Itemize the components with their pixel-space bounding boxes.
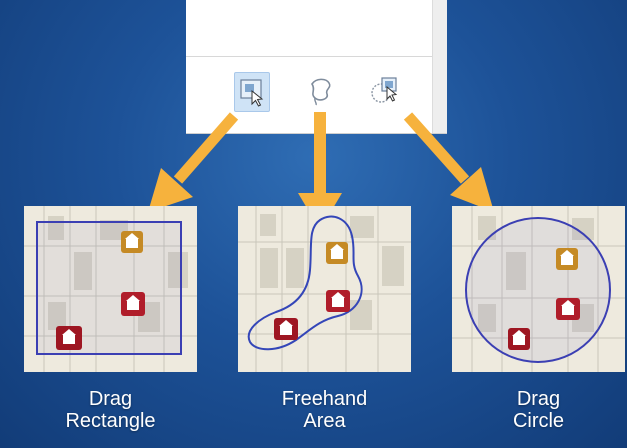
selection-toolbar bbox=[186, 0, 447, 134]
marker-red-4 bbox=[274, 318, 298, 340]
caption-line: Rectangle bbox=[65, 410, 156, 432]
rectangle-select-icon bbox=[240, 79, 264, 107]
select-by-freehand-button[interactable] bbox=[304, 72, 338, 110]
freehand-selection-map bbox=[238, 206, 411, 372]
caption-drag-rectangle: Drag Rectangle bbox=[24, 388, 197, 432]
marker-orange-2 bbox=[326, 242, 348, 264]
caption-line: Drag bbox=[516, 388, 561, 410]
marker-red-5 bbox=[556, 298, 580, 320]
caption-line: Drag bbox=[88, 388, 133, 410]
marker-red-1 bbox=[121, 292, 145, 316]
marker-red-2 bbox=[56, 326, 82, 350]
select-by-circle-button[interactable] bbox=[368, 72, 402, 110]
caption-drag-circle: Drag Circle bbox=[452, 388, 625, 432]
toolbar-divider bbox=[186, 56, 447, 57]
marker-red-6 bbox=[508, 328, 530, 350]
caption-line: Area bbox=[303, 410, 346, 432]
arrow-circle bbox=[403, 112, 494, 212]
arrow-rectangle bbox=[148, 112, 239, 212]
circle-selection-map bbox=[452, 206, 625, 372]
marker-orange-3 bbox=[556, 248, 578, 270]
caption-freehand-area: Freehand Area bbox=[238, 388, 411, 432]
toolbar-edge bbox=[432, 0, 447, 133]
caption-line: Freehand bbox=[281, 388, 368, 410]
freehand-select-icon bbox=[311, 78, 331, 106]
rectangle-selection-map bbox=[24, 206, 197, 372]
caption-line: Circle bbox=[512, 410, 565, 432]
marker-red-3 bbox=[326, 290, 350, 312]
marker-orange-1 bbox=[121, 231, 143, 253]
select-by-rectangle-button[interactable] bbox=[234, 72, 270, 112]
circle-select-icon bbox=[371, 77, 398, 103]
